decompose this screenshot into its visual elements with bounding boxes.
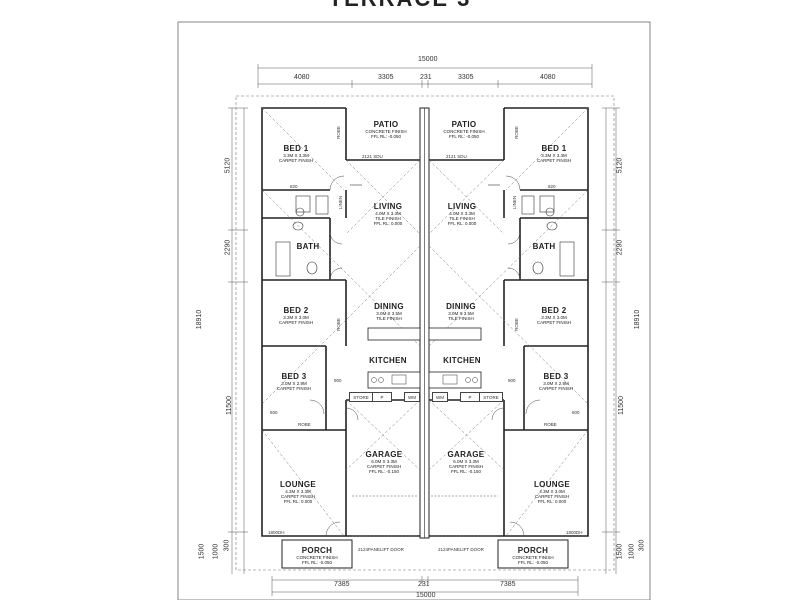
left-bath-label: BATH <box>296 242 320 251</box>
right-dining-label: DINING 3.0M X 3.5M TILE FINISH <box>446 302 476 321</box>
right-sliding-door-tag: 2121 SDU <box>446 154 467 159</box>
right-kitchen-bench <box>428 371 482 389</box>
left-bed3-label: BED 3 3.0M X 2.9M CARPET FINISH <box>276 372 312 391</box>
top-dim-4: 3305 <box>458 74 474 81</box>
left-wm-box: WM <box>404 392 420 402</box>
top-dim-1: 4080 <box>294 74 310 81</box>
right-patio-label: PATIO CONCRETE FINISH FFL RL: -0.050 <box>443 120 485 139</box>
right-dim-3: 11500 <box>617 396 625 415</box>
left-kitchen-bench <box>367 371 421 389</box>
left-robe-vertical-tag: ROBE <box>335 126 341 139</box>
bath-fixtures <box>275 195 575 277</box>
left-sliding-door-tag: 2121 SDU <box>362 154 383 159</box>
right-600-tag: 600 <box>572 410 580 415</box>
right-garage-label: GARAGE 6.0M X 3.3M CARPET FINISH FFL RL:… <box>447 450 485 474</box>
right-store-box: STORE <box>479 392 503 402</box>
top-dim-5: 4080 <box>540 74 556 81</box>
right-porch-label: PORCH CONCRETE FINISH FFL RL: -0.050 <box>512 546 554 565</box>
left-garage-door-tag: 2124PANELIFT DOOR <box>358 547 404 552</box>
left-living-label: LIVING 4.0M X 3.3M TILE FINISH FFL RL: 0… <box>373 202 403 226</box>
left-dim-1: 5120 <box>224 157 232 174</box>
porch-slabs <box>281 539 569 569</box>
right-living-label: LIVING 4.0M X 3.3M TILE FINISH FFL RL: 0… <box>447 202 477 226</box>
right-linen-tag: LINEN <box>512 195 518 210</box>
cooktop-icons <box>371 374 478 385</box>
right-wm-box: WM <box>432 392 448 402</box>
right-unit-walls <box>429 107 589 537</box>
garage-door-lines <box>352 495 498 537</box>
right-dim-4: 1500 <box>616 543 624 560</box>
left-side-door-tag: 820 <box>290 184 298 189</box>
site-boundary <box>235 95 615 571</box>
left-garage-label: GARAGE 6.0M X 3.3M CARPET FINISH FFL RL:… <box>365 450 403 474</box>
right-side-door-tag: 820 <box>548 184 556 189</box>
left-dining-label: DINING 3.0M X 3.5M TILE FINISH <box>374 302 404 321</box>
left-robe-tag: ROBE <box>298 422 311 427</box>
right-dim-6: 300 <box>638 539 646 552</box>
right-fridge-tag: 900 <box>508 378 516 383</box>
left-kitchen-island <box>367 327 421 341</box>
left-lounge-label: LOUNGE 4.3M X 3.3M CARPET FINISH FFL RL:… <box>279 480 317 504</box>
sheet-border <box>177 21 651 600</box>
right-robe-tag: ROBE <box>544 422 557 427</box>
left-overall-dim: 18910 <box>196 309 204 330</box>
left-porch-label: PORCH CONCRETE FINISH FFL RL: -0.050 <box>296 546 338 565</box>
top-dim-3: 231 <box>420 74 432 81</box>
right-dim-2: 2290 <box>616 239 624 256</box>
left-dim-6: 300 <box>223 539 231 552</box>
right-garage-door-tag: 2124PANELIFT DOOR <box>438 547 484 552</box>
left-dim-3: 11500 <box>225 396 233 415</box>
left-store-box: STORE <box>349 392 373 402</box>
left-kitchen-label: KITCHEN <box>369 356 407 365</box>
left-bed1-label: BED 1 3.3M X 3.3M CARPET FINISH <box>278 144 314 163</box>
bottom-overall-dim: 15000 <box>416 592 436 599</box>
bottom-dim-1: 7385 <box>334 581 350 588</box>
bottom-dim-3: 7385 <box>500 581 516 588</box>
left-robe2-vertical-tag: ROBE <box>335 318 341 331</box>
left-linen-tag: LINEN <box>338 195 344 210</box>
right-robe2-vertical-tag: ROBE <box>513 318 519 331</box>
left-patio-label: PATIO CONCRETE FINISH FFL RL: -0.050 <box>365 120 407 139</box>
right-dim-1: 5120 <box>616 157 624 174</box>
bottom-dim-2: 231 <box>418 581 430 588</box>
top-dimension-lines <box>257 64 593 88</box>
side-dimension-lines <box>228 107 620 574</box>
right-lounge-label: LOUNGE 4.3M X 3.0M CARPET FINISH FFL RL:… <box>533 480 571 504</box>
left-dim-4: 1500 <box>198 543 206 560</box>
right-overall-dim: 18910 <box>634 309 642 330</box>
left-dim-2: 2290 <box>224 239 232 256</box>
drawing-title: TERRACE 3 <box>0 0 800 12</box>
right-bath-label: BATH <box>532 242 556 251</box>
left-dim-5: 1000 <box>212 543 220 560</box>
left-unit-walls <box>261 107 420 537</box>
right-kitchen-label: KITCHEN <box>443 356 481 365</box>
left-pantry-box: P <box>372 392 392 402</box>
roof-lines <box>261 107 589 537</box>
left-window-tag: 1800DH <box>268 530 285 535</box>
right-dim-5: 1000 <box>628 543 636 560</box>
left-fridge-tag: 900 <box>334 378 342 383</box>
right-bed3-label: BED 3 3.0M X 2.9M CARPET FINISH <box>538 372 574 391</box>
left-bed2-label: BED 2 3.3M X 3.0M CARPET FINISH <box>278 306 314 325</box>
right-bed1-label: BED 1 3.3M X 3.3M CARPET FINISH <box>536 144 572 163</box>
right-robe-vertical-tag: ROBE <box>513 126 519 139</box>
bottom-dimension-lines <box>271 576 579 596</box>
top-dim-2: 3305 <box>378 74 394 81</box>
right-window-tag: 1800DH <box>566 530 583 535</box>
overall-width-label: 15000 <box>418 56 438 63</box>
door-swings <box>309 175 541 537</box>
right-pantry-box: P <box>460 392 480 402</box>
left-600-tag: 600 <box>270 410 278 415</box>
right-bed2-label: BED 2 3.3M X 3.0M CARPET FINISH <box>536 306 572 325</box>
right-kitchen-island <box>428 327 482 341</box>
